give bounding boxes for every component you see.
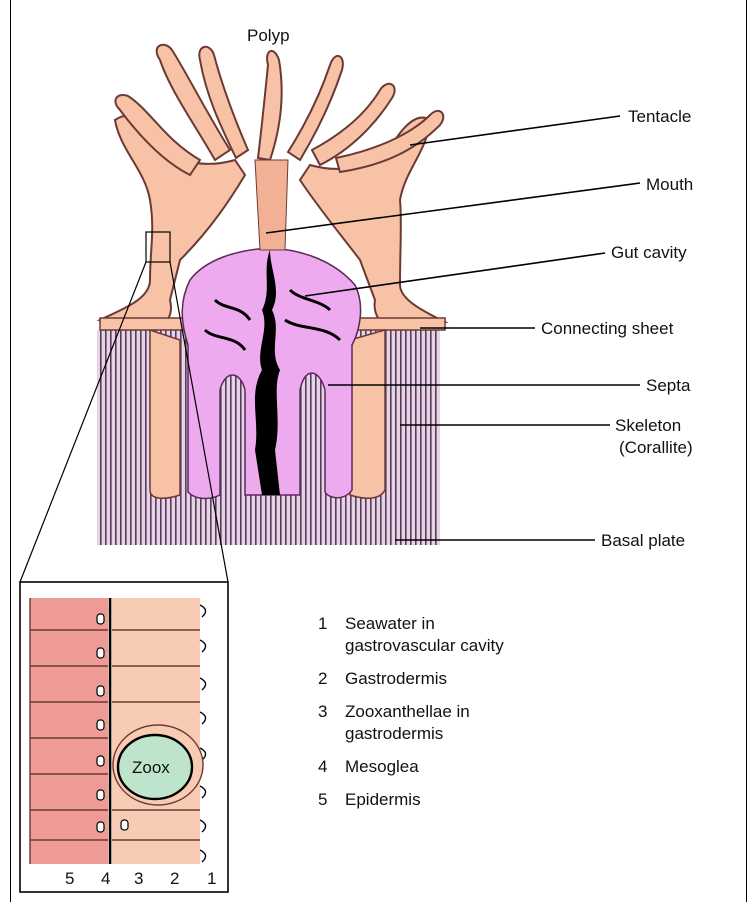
- legend-text: gastrodermis: [345, 724, 443, 743]
- legend-text: Epidermis: [345, 789, 648, 811]
- zoox-label: Zoox: [132, 758, 170, 777]
- layer-number-5: 5: [65, 869, 74, 888]
- legend-number: 3: [318, 701, 345, 745]
- label-corallite: (Corallite): [619, 438, 693, 457]
- label-basal-plate: Basal plate: [601, 531, 685, 550]
- label-gut-cavity: Gut cavity: [611, 243, 687, 262]
- legend-text: Seawater in: [345, 614, 435, 633]
- label-skeleton: Skeleton: [615, 416, 681, 435]
- legend-item-2: 2 Gastrodermis: [318, 668, 648, 690]
- label-mouth: Mouth: [646, 175, 693, 194]
- tissue-inset: Zoox 5 4 3 2 1: [20, 582, 228, 892]
- legend-text: Zooxanthellae in: [345, 702, 470, 721]
- legend-item-1: 1 Seawater in gastrovascular cavity: [318, 613, 648, 657]
- layer-number-3: 3: [134, 869, 143, 888]
- tentacles: [115, 45, 443, 175]
- legend-item-3: 3 Zooxanthellae in gastrodermis: [318, 701, 648, 745]
- legend-number: 1: [318, 613, 345, 657]
- layer-legend: 1 Seawater in gastrovascular cavity 2 Gas…: [318, 613, 648, 822]
- legend-number: 4: [318, 756, 345, 778]
- mouth: [255, 160, 288, 250]
- legend-text: Gastrodermis: [345, 668, 648, 690]
- layer-number-1: 1: [207, 869, 216, 888]
- title-polyp: Polyp: [247, 26, 290, 45]
- legend-number: 2: [318, 668, 345, 690]
- legend-number: 5: [318, 789, 345, 811]
- label-connecting-sheet: Connecting sheet: [541, 319, 674, 338]
- label-tentacle: Tentacle: [628, 107, 691, 126]
- layer-number-2: 2: [170, 869, 179, 888]
- gut-cavity: [182, 248, 360, 498]
- legend-text: gastrovascular cavity: [345, 636, 504, 655]
- layer-number-4: 4: [101, 869, 110, 888]
- label-septa: Septa: [646, 376, 691, 395]
- legend-item-4: 4 Mesoglea: [318, 756, 648, 778]
- legend-item-5: 5 Epidermis: [318, 789, 648, 811]
- legend-text: Mesoglea: [345, 756, 648, 778]
